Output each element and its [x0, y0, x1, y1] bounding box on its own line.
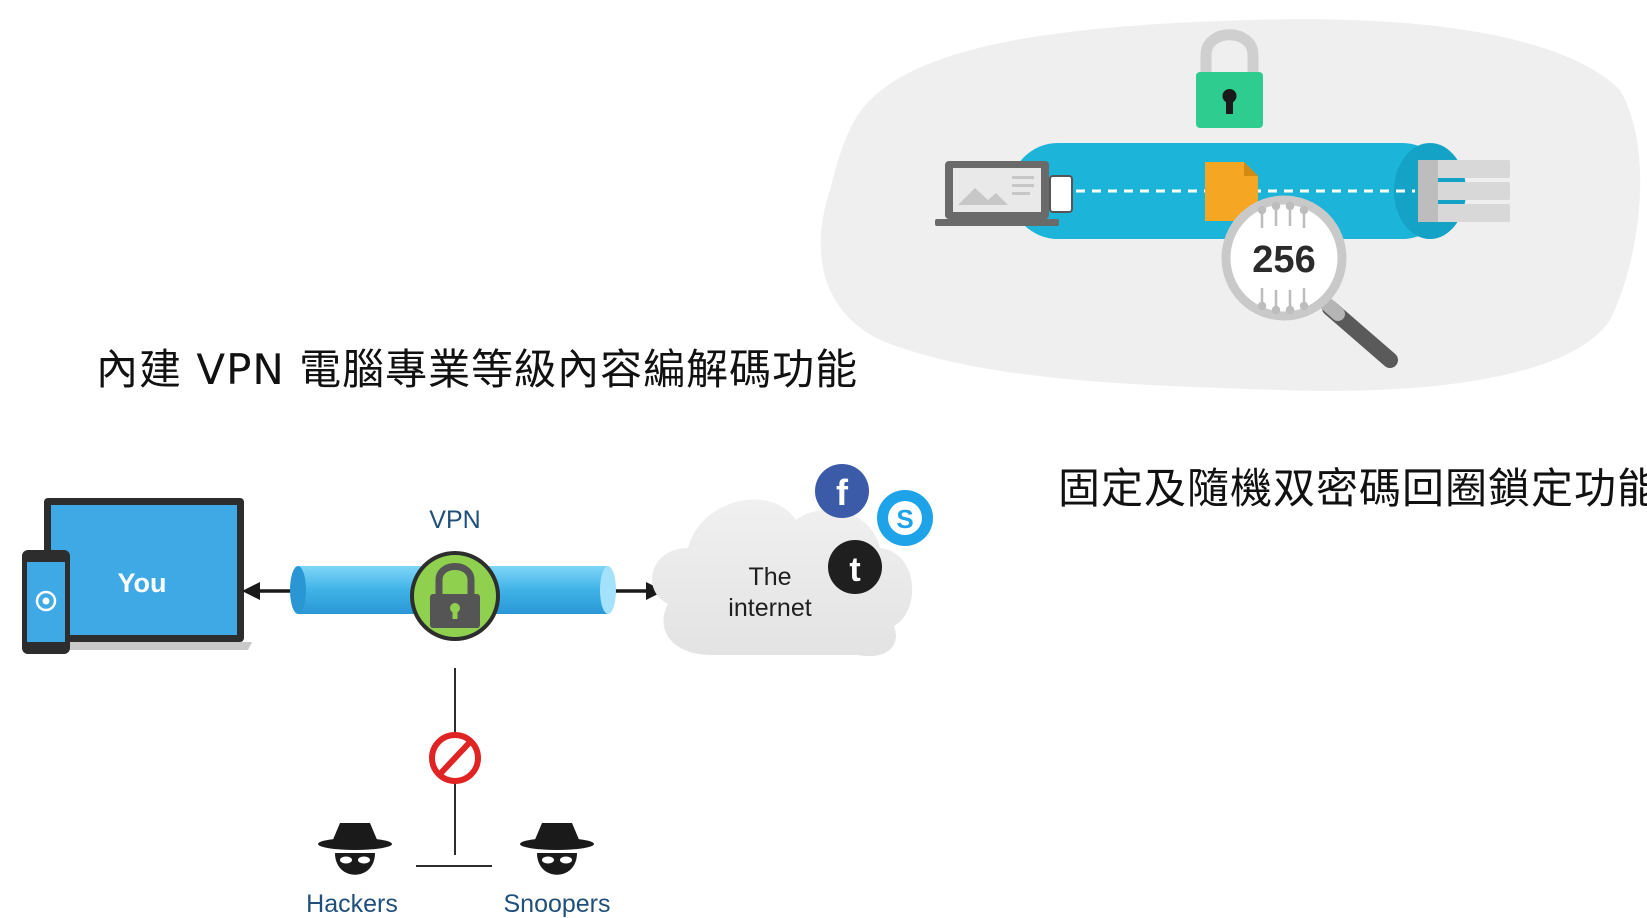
facebook-icon: f: [815, 464, 869, 518]
encryption-illustration: 256: [820, 19, 1641, 391]
server-icon: [1418, 160, 1510, 222]
vpn-lock-icon: [410, 551, 500, 641]
lock-feature-headline: 固定及隨機双密碼回圈鎖定功能: [1058, 464, 1647, 513]
skype-icon: S: [877, 490, 933, 546]
key-bits-label: 256: [1252, 239, 1315, 281]
block-icon: [429, 732, 481, 784]
svg-text:t: t: [849, 551, 860, 589]
twitter-icon: t: [828, 540, 882, 594]
you-label: You: [118, 568, 167, 598]
phone-icon: [22, 550, 70, 654]
vpn-label: VPN: [429, 506, 480, 534]
laptop-icon: [935, 161, 1073, 226]
hackers-label: Hackers: [306, 890, 398, 918]
hacker-icon: [318, 823, 392, 875]
snoopers-label: Snoopers: [503, 890, 610, 918]
padlock-icon: [1196, 29, 1263, 128]
vpn-feature-headline: 內建 VPN 電腦專業等級內容編解碼功能: [96, 345, 859, 394]
left-arrow: [242, 582, 298, 600]
user-laptop-icon: You: [36, 498, 252, 650]
file-icon: [1205, 162, 1258, 221]
magnifier-icon: 256: [1221, 195, 1398, 368]
snooper-icon: [520, 823, 594, 875]
internet-label-line1: The: [748, 563, 791, 591]
svg-text:f: f: [836, 472, 849, 513]
internet-label-line2: internet: [728, 594, 811, 622]
internet-cloud: The internet: [651, 499, 913, 657]
svg-text:S: S: [896, 504, 913, 534]
vpn-diagram: You VPN: [22, 464, 933, 918]
